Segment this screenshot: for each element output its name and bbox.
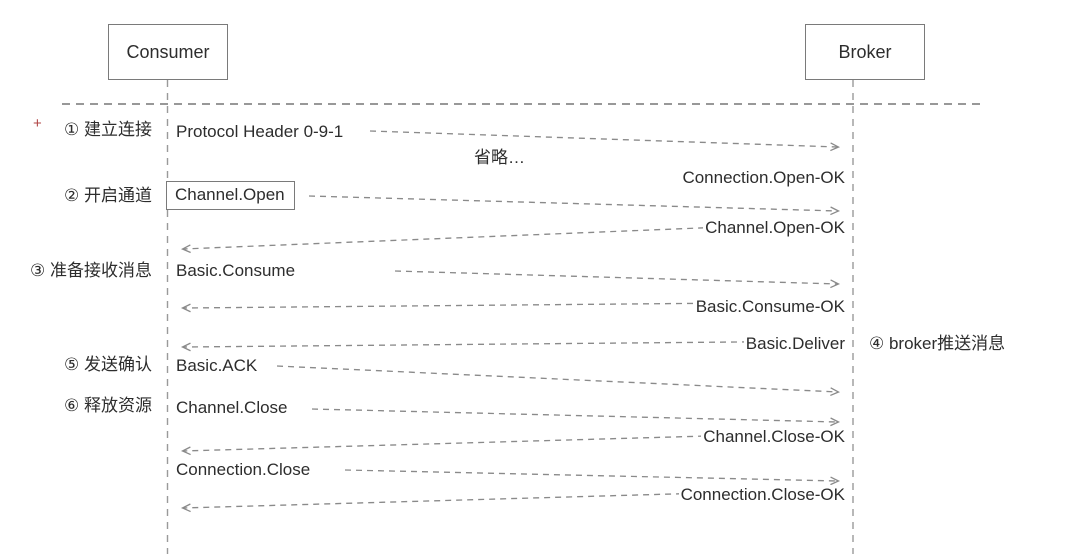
arrow-channel-open (308, 195, 841, 216)
arrow-basic-deliver (180, 340, 848, 352)
step-6-release-resources: ⑥ 释放资源 (64, 396, 152, 415)
label-connection-open-ok: Connection.Open-OK (680, 168, 847, 188)
label-channel-close-ok: Channel.Close-OK (701, 427, 847, 447)
step-3-prepare-receive: ③ 准备接收消息 (30, 261, 152, 280)
step-1-establish-connection: ① 建立连接 (64, 120, 152, 139)
label-basic-deliver: Basic.Deliver (743, 334, 847, 354)
label-basic-consume: Basic.Consume (174, 261, 298, 281)
label-channel-open-ok: Channel.Open-OK (703, 218, 847, 238)
label-omitted: 省略… (472, 148, 527, 168)
label-basic-ack: Basic.ACK (174, 356, 260, 376)
step-4-broker-push: ④ broker推送消息 (867, 334, 1008, 354)
participant-consumer-label: Consumer (126, 41, 210, 62)
label-connection-close-ok: Connection.Close-OK (678, 485, 847, 505)
participant-broker-label: Broker (838, 41, 892, 62)
arrow-connection-close (344, 469, 841, 486)
arrow-channel-close (311, 408, 841, 427)
label-channel-open: Channel.Open (166, 181, 295, 210)
label-basic-consume-ok: Basic.Consume-OK (693, 297, 847, 317)
step-5-send-ack: ⑤ 发送确认 (64, 355, 152, 374)
plus-marker: + (33, 115, 42, 132)
participant-consumer-box: Consumer (108, 24, 228, 80)
label-protocol-header: Protocol Header 0-9-1 (174, 122, 346, 142)
participant-broker-box: Broker (805, 24, 925, 80)
arrow-protocol-header (369, 130, 841, 152)
label-channel-close: Channel.Close (174, 398, 290, 418)
arrow-basic-consume (394, 270, 841, 289)
arrow-basic-ack (276, 365, 841, 397)
step-2-open-channel: ② 开启通道 (64, 186, 152, 205)
label-connection-close: Connection.Close (174, 460, 313, 480)
